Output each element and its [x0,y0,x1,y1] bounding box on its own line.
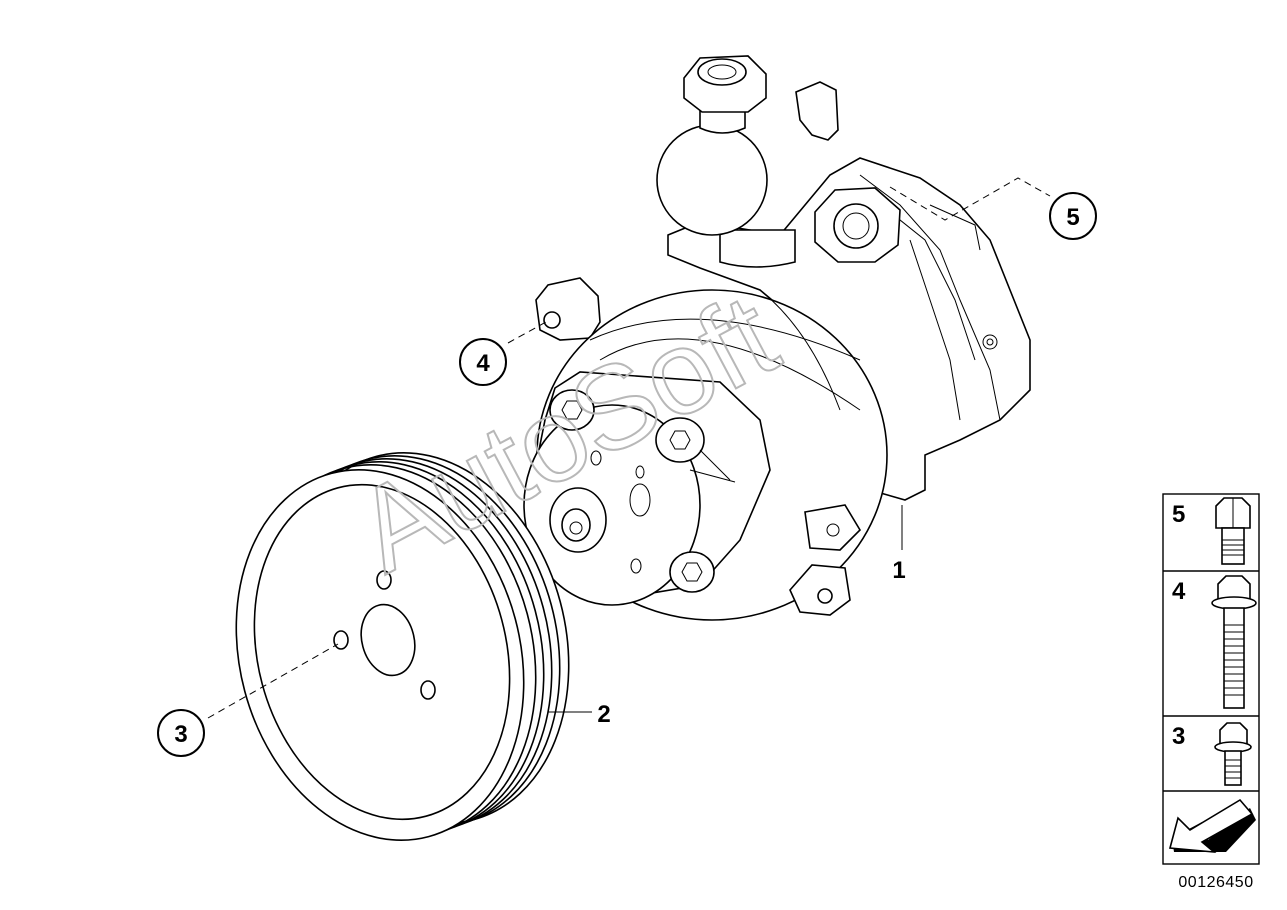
leader-line-4 [507,321,547,344]
leader-line-3 [207,643,339,719]
flange-bolt-long-icon [1211,575,1257,709]
callout-3-label: 3 [174,721,187,748]
part-label-pump: 1 [892,557,905,584]
callout-4[interactable]: 4 [459,338,507,386]
fastener-legend: 5 4 3 [1162,493,1260,865]
callout-3[interactable]: 3 [157,709,205,757]
legend-item-5-label: 5 [1172,501,1185,528]
part-label-pulley: 2 [597,701,610,728]
pulley[interactable] [196,420,609,873]
legend-item-5[interactable]: 5 [1172,497,1251,565]
flange-bolt-short-icon [1214,722,1252,786]
hex-bolt-short-icon [1215,497,1251,565]
power-steering-pump[interactable] [523,55,1031,621]
reference-code: 00126450 [1178,874,1253,891]
legend-item-4[interactable]: 4 [1172,575,1257,709]
callout-5-label: 5 [1066,204,1079,231]
legend-item-3[interactable]: 3 [1172,722,1252,786]
legend-item-3-label: 3 [1172,723,1185,750]
callout-4-label: 4 [476,350,490,377]
arrow-back-icon[interactable] [1168,798,1256,854]
callout-5[interactable]: 5 [1049,192,1097,240]
legend-item-4-label: 4 [1172,578,1186,605]
